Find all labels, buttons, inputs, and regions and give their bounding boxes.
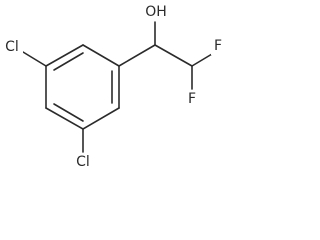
ring-double-bond-bottom bbox=[53, 103, 84, 122]
bond-cf2-to-f-upper bbox=[191, 53, 213, 67]
atom-label-f-upper: F bbox=[211, 37, 225, 55]
atom-label-oh: OH bbox=[145, 3, 167, 21]
bond-ring-to-cl-left bbox=[22, 51, 47, 67]
ring-bond-bottom-left bbox=[45, 107, 84, 130]
chlorine-bottom-label: Cl bbox=[76, 154, 90, 170]
chemical-structure-diagram: OH F F Cl Cl bbox=[1, 3, 225, 171]
bond-carbinol-to-cf2 bbox=[154, 44, 193, 67]
ring-bond-top-left bbox=[45, 44, 84, 67]
ring-bond-top-right bbox=[82, 44, 120, 67]
ring-double-bond-top bbox=[53, 52, 84, 71]
fluorine-upper-label: F bbox=[214, 38, 222, 54]
hydroxyl-label: OH bbox=[145, 4, 167, 20]
chlorine-left-label: Cl bbox=[5, 39, 19, 55]
atom-label-cl-bottom: Cl bbox=[72, 153, 94, 171]
atom-label-cl-left: Cl bbox=[1, 38, 23, 56]
bond-ring-to-carbinol bbox=[118, 44, 156, 67]
ring-bond-bottom-right bbox=[82, 107, 120, 130]
fluorine-lower-label: F bbox=[188, 91, 196, 107]
atom-label-f-lower: F bbox=[185, 90, 199, 108]
benzene-ring bbox=[45, 44, 120, 130]
